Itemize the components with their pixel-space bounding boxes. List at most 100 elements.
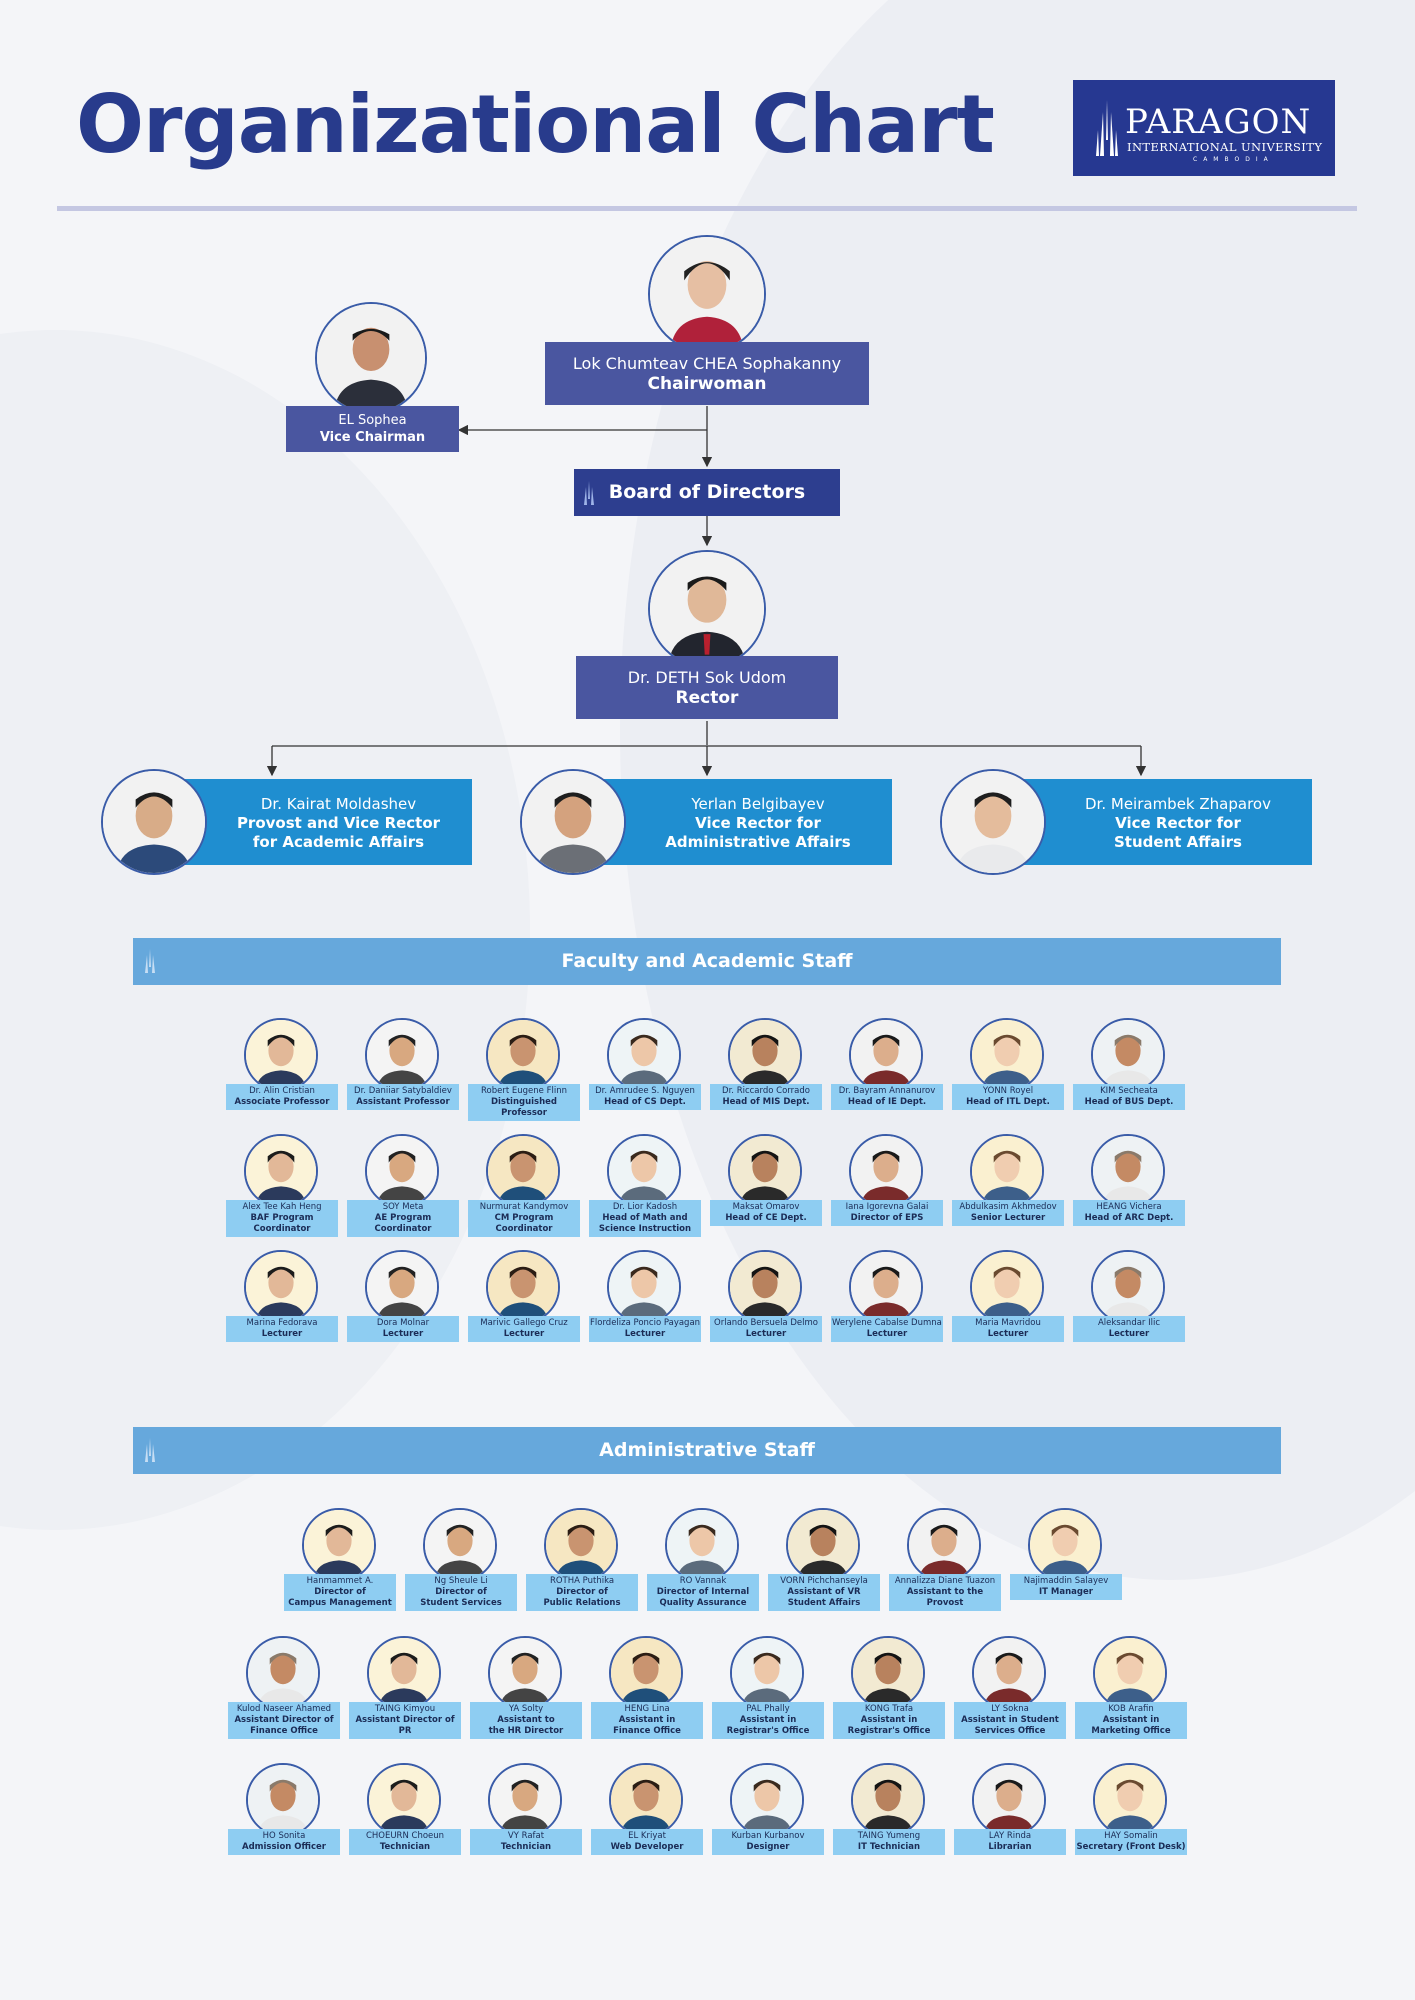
staff-photo — [609, 1763, 683, 1837]
vr-admin-role: Vice Rector for Administrative Affairs — [665, 814, 851, 851]
staff-role: Assistant Director of Finance Office — [234, 1715, 334, 1736]
staff-name: Dr. Daniiar Satybaldiev — [354, 1086, 452, 1096]
vr-admin-photo — [520, 769, 626, 875]
staff-role: Admission Officer — [241, 1842, 327, 1852]
vr-student-role: Vice Rector for Student Affairs — [1114, 814, 1242, 851]
paragon-logo: PARAGON INTERNATIONAL UNIVERSITY CAMBODI… — [1073, 80, 1335, 176]
spire-icon — [145, 1438, 155, 1462]
staff-photo — [488, 1763, 562, 1837]
rector-name: Dr. DETH Sok Udom — [627, 668, 787, 687]
vice-chairman-name: EL Sophea — [338, 413, 407, 428]
staff-photo — [486, 1018, 560, 1092]
staff-name: LY Sokna — [991, 1704, 1029, 1714]
title-rule — [57, 206, 1357, 211]
staff-name: Robert Eugene Flinn — [481, 1086, 567, 1096]
staff-role: Secretary (Front Desk) — [1076, 1842, 1186, 1852]
staff-name: Dora Molnar — [376, 1318, 430, 1328]
staff-role: Head of ARC Dept. — [1084, 1213, 1174, 1223]
staff-name: Kulod Naseer Ahamed — [236, 1704, 332, 1714]
staff-name: HO Sonita — [262, 1831, 306, 1841]
staff-photo — [1093, 1763, 1167, 1837]
staff-role: Director of Student Services — [420, 1587, 502, 1608]
staff-name: ROTHA Puthika — [549, 1576, 615, 1586]
vice-chairman-box: EL Sophea Vice Chairman — [286, 406, 459, 452]
staff-role: Lecturer — [261, 1329, 303, 1339]
staff-photo — [486, 1134, 560, 1208]
staff-name: Aleksandar Ilic — [1097, 1318, 1161, 1328]
staff-name: Najimaddin Salayev — [1023, 1576, 1109, 1586]
staff-name: Hanmammet A. — [306, 1576, 374, 1586]
vice-rector-administrative-box: Yerlan Belgibayev Vice Rector for Admini… — [604, 779, 892, 865]
staff-name: Ng Sheule Li — [434, 1576, 488, 1586]
staff-photo — [544, 1508, 618, 1582]
staff-role: Assistant to the Provost — [906, 1587, 984, 1608]
staff-role: Technician — [379, 1842, 431, 1852]
staff-role: Lecturer — [503, 1329, 545, 1339]
staff-role: Director of EPS — [850, 1213, 924, 1223]
staff-photo — [728, 1018, 802, 1092]
staff-name: Abdulkasim Akhmedov — [959, 1202, 1057, 1212]
staff-name: Maria Mavridou — [975, 1318, 1041, 1328]
admin-section-banner: Administrative Staff — [133, 1427, 1281, 1474]
staff-role: Assistant in Registrar's Office — [726, 1715, 810, 1736]
staff-photo — [972, 1763, 1046, 1837]
staff-photo — [1091, 1018, 1165, 1092]
staff-name: PAL Phally — [746, 1704, 790, 1714]
staff-photo — [607, 1250, 681, 1324]
staff-name: Kurban Kurbanov — [731, 1831, 805, 1841]
staff-photo — [907, 1508, 981, 1582]
staff-name: Dr. Bayram Annanurov — [838, 1086, 936, 1096]
staff-photo — [851, 1763, 925, 1837]
staff-photo — [486, 1250, 560, 1324]
staff-name: HAY Somalin — [1104, 1831, 1158, 1841]
staff-name: Marina Fedorava — [246, 1318, 318, 1328]
page-title: Organizational Chart — [76, 78, 995, 171]
staff-photo — [1091, 1134, 1165, 1208]
staff-name: KIM Secheata — [1100, 1086, 1158, 1096]
staff-role: BAF Program Coordinator — [250, 1213, 314, 1234]
staff-photo — [1028, 1508, 1102, 1582]
staff-role: IT Manager — [1039, 1587, 1093, 1597]
staff-name: Annalizza Diane Tuazon — [894, 1576, 996, 1586]
staff-role: Assistant in Finance Office — [613, 1715, 681, 1736]
vice-rector-academic-box: Dr. Kairat Moldashev Provost and Vice Re… — [185, 779, 472, 865]
staff-photo — [665, 1508, 739, 1582]
staff-role: Associate Professor — [234, 1097, 330, 1107]
staff-role: Distinguished Professor — [490, 1097, 558, 1118]
staff-name: KONG Trafa — [864, 1704, 914, 1714]
staff-name: Dr. Riccardo Corrado — [722, 1086, 810, 1096]
staff-name: VORN Pichchanseyla — [780, 1576, 868, 1586]
vr-admin-name: Yerlan Belgibayev — [691, 795, 825, 813]
staff-name: VY Rafat — [507, 1831, 545, 1841]
staff-photo — [365, 1134, 439, 1208]
staff-role: Head of BUS Dept. — [1084, 1097, 1174, 1107]
staff-role: Assistant to the HR Director — [488, 1715, 564, 1736]
logo-spire-icon — [1096, 100, 1118, 156]
staff-name: Werylene Cabalse Dumnac — [832, 1318, 942, 1328]
staff-photo — [367, 1636, 441, 1710]
staff-name: Dr. Amrudee S. Nguyen — [595, 1086, 695, 1096]
staff-role: Lecturer — [1108, 1329, 1150, 1339]
staff-name: LAY Rinda — [988, 1831, 1032, 1841]
